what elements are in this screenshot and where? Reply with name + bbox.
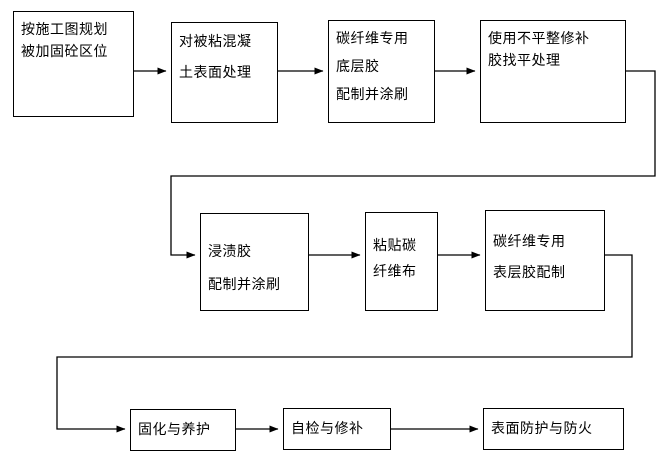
node-label-line: 碳纤维专用 (336, 31, 409, 47)
node-label-block: 粘贴碳纤维布 (366, 239, 437, 279)
node-label-line: 使用不平整修补 (488, 31, 590, 47)
node-label-line: 浸渍胶 (208, 244, 252, 260)
node-label-block: 使用不平整修补胶找平处理 (481, 32, 625, 68)
node-label-line: 对被粘混凝 (179, 34, 252, 50)
process-node-leveling-putty-treatment[interactable]: 使用不平整修补胶找平处理 (480, 20, 626, 123)
node-label-line: 碳纤维专用 (493, 234, 566, 250)
node-label-line: 表面防护与防火 (491, 421, 593, 437)
process-node-curing-and-maintenance[interactable]: 固化与养护 (130, 409, 236, 451)
node-label-line: 底层胶 (336, 59, 380, 75)
node-label-line: 表层胶配制 (493, 265, 566, 281)
node-label-line: 被加固砼区位 (21, 44, 108, 60)
process-node-self-inspection-and-repair[interactable]: 自检与修补 (283, 408, 391, 450)
node-label-line: 纤维布 (373, 264, 417, 280)
process-node-plan-reinforcement-zone[interactable]: 按施工图规划被加固砼区位 (13, 11, 134, 117)
process-node-surface-protection-fireproofing[interactable]: 表面防护与防火 (483, 408, 624, 450)
process-node-bond-carbon-fiber-cloth[interactable]: 粘贴碳纤维布 (365, 212, 438, 311)
node-label-line: 粘贴碳 (373, 238, 417, 254)
node-label-block: 浸渍胶配制并涂刷 (201, 245, 308, 292)
node-label-block: 碳纤维专用底层胶配制并涂刷 (329, 32, 434, 102)
node-label-block: 表面防护与防火 (484, 422, 623, 436)
node-label-block: 固化与养护 (131, 423, 235, 437)
node-label-line: 配制并涂刷 (336, 87, 409, 103)
node-label-block: 碳纤维专用表层胶配制 (486, 235, 604, 280)
process-node-saturant-prepare-and-coat[interactable]: 浸渍胶配制并涂刷 (200, 213, 309, 311)
process-node-surface-treatment[interactable]: 对被粘混凝土表面处理 (171, 22, 278, 123)
node-label-line: 配制并涂刷 (208, 277, 281, 293)
node-label-block: 按施工图规划被加固砼区位 (14, 23, 133, 59)
node-label-line: 按施工图规划 (21, 22, 108, 38)
node-label-block: 对被粘混凝土表面处理 (172, 35, 277, 80)
node-label-line: 自检与修补 (291, 421, 364, 437)
connector-n4-to-n5 (170, 70, 656, 259)
node-label-line: 固化与养护 (138, 422, 211, 438)
node-label-line: 胶找平处理 (488, 53, 561, 69)
connector-n7-to-n8 (56, 254, 633, 433)
node-label-block: 自检与修补 (284, 422, 390, 436)
node-label-line: 土表面处理 (179, 65, 252, 81)
process-node-primer-prepare-and-coat[interactable]: 碳纤维专用底层胶配制并涂刷 (328, 20, 435, 123)
process-node-topcoat-adhesive-prepare[interactable]: 碳纤维专用表层胶配制 (485, 210, 605, 311)
